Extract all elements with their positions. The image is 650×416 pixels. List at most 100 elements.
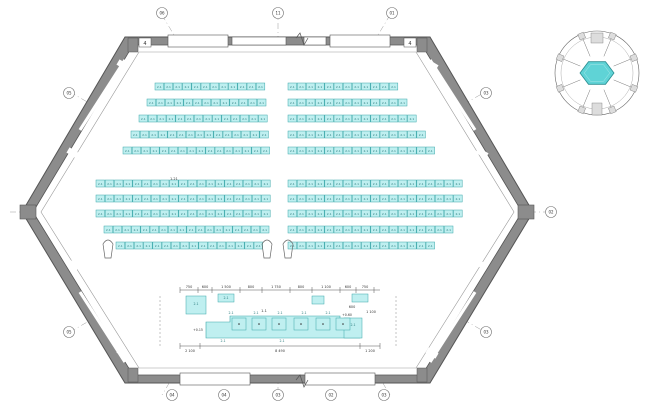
left-pier <box>19 204 37 220</box>
seat-label: 2.1 <box>308 182 313 186</box>
seat-label: 2.1 <box>181 212 186 216</box>
door-opening-bottom-left <box>179 372 251 386</box>
seat-label: 2.1 <box>318 85 323 89</box>
axis-bubble-label: 11 <box>275 11 281 16</box>
seat <box>150 146 160 155</box>
seat <box>324 241 334 250</box>
seat <box>196 194 207 203</box>
axis-bubble-label: 02 <box>548 210 554 215</box>
seat <box>361 194 371 203</box>
seat-label: 2.1 <box>400 244 405 248</box>
seat-label: 2.1 <box>126 182 131 186</box>
seat <box>379 98 389 107</box>
seat-label: 2.1 <box>262 228 267 232</box>
axis-bubble-label: 03 <box>275 393 281 398</box>
seat <box>333 82 343 91</box>
seat <box>315 209 325 218</box>
door-tag-right <box>403 37 417 48</box>
seat-label: 2.1 <box>194 85 199 89</box>
seat-label: 2.1 <box>400 228 405 232</box>
seat <box>361 82 371 91</box>
seat <box>212 114 222 123</box>
seat <box>361 146 371 155</box>
seat <box>434 225 445 234</box>
seat-label: 2.1 <box>336 182 341 186</box>
seat <box>185 130 196 139</box>
seat <box>398 209 408 218</box>
seat <box>242 179 253 188</box>
seat <box>315 179 325 188</box>
seat-label: 2.1 <box>182 244 187 248</box>
seat <box>361 209 371 218</box>
seat-label: 2.1 <box>290 149 295 153</box>
seat-label: 2.1 <box>419 149 424 153</box>
stage-label: 2.1 <box>228 311 233 315</box>
seat-label: 2.1 <box>179 133 184 137</box>
seat-label: 2.1 <box>364 182 369 186</box>
seat-label: 2.1 <box>428 212 433 216</box>
seat-label: 2.1 <box>446 212 451 216</box>
seat <box>114 209 124 218</box>
axis-bubble-label: 05 <box>66 91 72 96</box>
break-mark-top <box>295 32 309 46</box>
side-dim-label: 600 <box>349 305 355 309</box>
seat <box>237 82 247 91</box>
seat-label: 2.1 <box>345 101 350 105</box>
stage-label: 2.1 <box>279 339 284 343</box>
seat-label: 2.1 <box>135 212 140 216</box>
stage-label: 2.1 <box>253 311 258 315</box>
seat-label: 2.1 <box>382 182 387 186</box>
seat-label: 2.1 <box>373 85 378 89</box>
key-plan-wing <box>603 89 613 111</box>
seat-label: 2.1 <box>126 212 131 216</box>
window-slots <box>66 59 489 363</box>
seat-label: 2.1 <box>456 182 461 186</box>
seat-label: 2.1 <box>345 228 350 232</box>
seat-label: 2.1 <box>107 212 112 216</box>
seat-label: 2.1 <box>157 85 162 89</box>
seat <box>149 130 159 139</box>
seat <box>296 194 307 203</box>
seat-label: 2.1 <box>264 212 269 216</box>
seat-label: 2.1 <box>240 85 245 89</box>
seat <box>416 225 426 234</box>
seat-label: 2.1 <box>373 212 378 216</box>
seat <box>324 114 334 123</box>
seating-rows: 2.1 2.1 2.1 2.1 2.1 2.1 2.1 2.1 2.1 2.1 2.1 2.1 2.1 2… <box>95 82 463 250</box>
seat-label: 2.1 <box>226 228 231 232</box>
seat <box>388 146 399 155</box>
seat <box>95 179 105 188</box>
seat <box>261 194 271 203</box>
seat <box>123 179 133 188</box>
seat <box>296 241 307 250</box>
seat <box>352 225 362 234</box>
dim-top-label: 1 100 <box>321 285 331 289</box>
seat-label: 2.1 <box>364 133 369 137</box>
seat <box>191 82 201 91</box>
stage-chair-dot <box>278 323 280 325</box>
seat-label: 2.1 <box>262 133 267 137</box>
seat <box>180 241 190 250</box>
seat-label: 2.1 <box>400 197 405 201</box>
seat-label: 2.1 <box>261 117 266 121</box>
seat <box>206 209 216 218</box>
seat-label: 2.1 <box>290 85 295 89</box>
seat <box>130 130 140 139</box>
seat-label: 2.1 <box>162 212 167 216</box>
seat <box>306 114 316 123</box>
seat-label: 2.1 <box>308 133 313 137</box>
seat <box>252 209 262 218</box>
seat-label: 2.1 <box>153 212 158 216</box>
seat-label: 2.1 <box>299 182 304 186</box>
seat <box>178 194 188 203</box>
seat-label: 2.1 <box>152 228 157 232</box>
seat <box>296 130 307 139</box>
seat-label: 2.1 <box>195 101 200 105</box>
seat-label: 2.1 <box>135 197 140 201</box>
seat <box>352 82 362 91</box>
dim-top-label: 750 <box>186 285 192 289</box>
seat <box>131 146 142 155</box>
seat-label: 2.1 <box>364 212 369 216</box>
seat-label: 2.1 <box>419 182 424 186</box>
seat <box>388 241 399 250</box>
